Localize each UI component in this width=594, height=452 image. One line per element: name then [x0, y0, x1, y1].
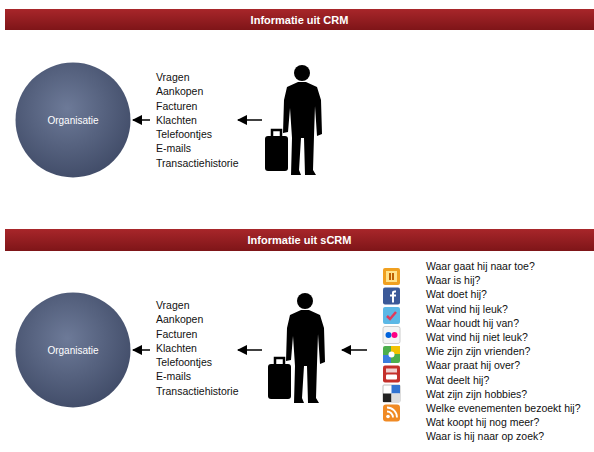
list-item: Wat vind hij leuk? [426, 302, 594, 316]
list-item: Telefoontjes [156, 127, 256, 141]
list-item: Aankopen [156, 84, 256, 98]
circle-shape [16, 63, 131, 178]
data-list: VragenAankopenFacturenKlachtenTelefoontj… [156, 70, 256, 170]
list-item: Klachten [156, 113, 256, 127]
list-item: Wat deelt hij? [426, 373, 594, 387]
flow-arrow [238, 349, 262, 351]
list-item: Vragen [156, 70, 256, 84]
list-item: Transactiehistorie [156, 384, 256, 398]
band-title: Informatie uit sCRM [248, 234, 352, 246]
list-item: Wie zijn zijn vrienden? [426, 344, 594, 358]
organisation-circle: Organisatie [15, 62, 131, 178]
list-item: Waar praat hij over? [426, 358, 594, 372]
list-item: Telefoontjes [156, 355, 256, 369]
list-item: E-mails [156, 141, 256, 155]
list-item: Wat vind hij niet leuk? [426, 330, 594, 344]
flow-arrow [238, 119, 262, 121]
circle-label: Organisatie [47, 345, 98, 356]
person-silhouette [265, 65, 322, 175]
flow-arrow [133, 349, 150, 351]
list-item: Wat doet hij? [426, 287, 594, 301]
list-item: Transactiehistorie [156, 156, 256, 170]
list-item: Aankopen [156, 312, 256, 326]
header-band: Informatie uit sCRM [5, 229, 594, 251]
person-silhouette [268, 293, 325, 403]
list-item: E-mails [156, 369, 256, 383]
flow-arrow [342, 349, 367, 351]
list-item: Vragen [156, 298, 256, 312]
list-item: Waar gaat hij naar toe? [426, 259, 594, 273]
list-item: Waar houdt hij van? [426, 316, 594, 330]
flow-arrow [133, 119, 150, 121]
list-item: Facturen [156, 327, 256, 341]
data-list: VragenAankopenFacturenKlachtenTelefoontj… [156, 298, 256, 398]
list-item: Waar is hij naar op zoek? [426, 429, 594, 443]
organisation-circle: Organisatie [15, 292, 131, 408]
list-item: Waar is hij? [426, 273, 594, 287]
circle-label: Organisatie [47, 115, 98, 126]
band-title: Informatie uit CRM [251, 14, 349, 26]
list-item: Wat zijn zijn hobbies? [426, 387, 594, 401]
list-item: Welke evenementen bezoekt hij? [426, 401, 594, 415]
circle-shape [16, 293, 131, 408]
list-item: Klachten [156, 341, 256, 355]
question-list: Waar gaat hij naar toe?Waar is hij?Wat d… [426, 259, 594, 446]
social-icons [383, 268, 400, 422]
list-item: Facturen [156, 99, 256, 113]
list-item: Wat koopt hij nog meer? [426, 415, 594, 429]
header-band: Informatie uit CRM [5, 9, 594, 30]
